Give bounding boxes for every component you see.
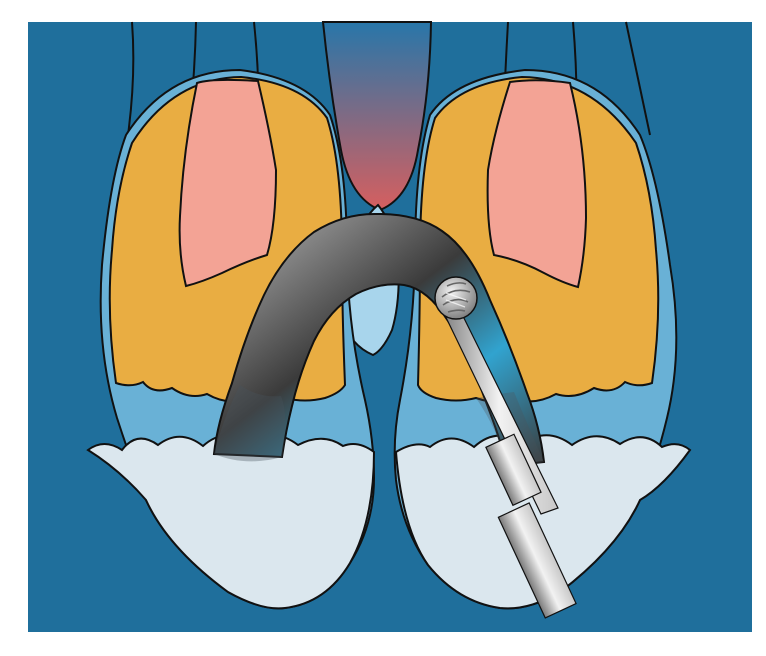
right-pulp — [488, 80, 586, 287]
left-pulp — [180, 80, 276, 286]
